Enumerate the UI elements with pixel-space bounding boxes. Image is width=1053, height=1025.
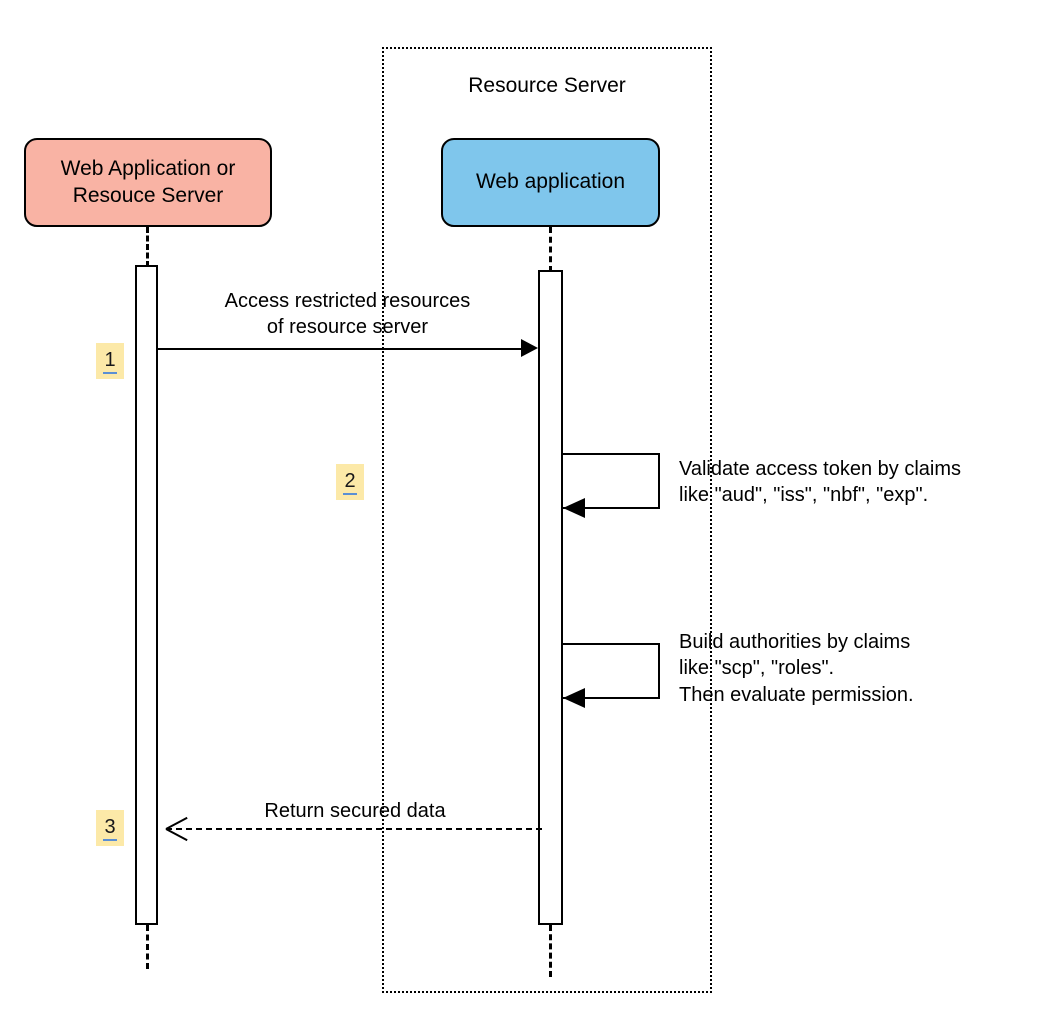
message-1-label: Access restricted resources of resource … (224, 290, 471, 339)
message-2-label: Validate access token by claims like "au… (679, 458, 961, 507)
activation-bar-resource-web-app (538, 270, 563, 925)
message-3-selfcall-loop (563, 643, 660, 699)
activation-bar-client (135, 265, 158, 925)
resource-server-frame-title: Resource Server (468, 74, 626, 97)
step-badge-1-text: 1 (103, 349, 117, 374)
lifeline-client-top (146, 227, 149, 267)
participant-client-label: Web Application or Resouce Server (60, 156, 236, 207)
participant-client-box[interactable]: Web Application or Resouce Server (24, 138, 272, 227)
message-1-arrowhead (521, 339, 538, 357)
lifeline-client-bottom (146, 925, 149, 969)
resource-server-frame (382, 47, 712, 993)
step-badge-1: 1 (96, 343, 124, 379)
message-3-label: Build authorities by claims like "scp", … (679, 631, 914, 706)
message-2-arrowhead (563, 498, 585, 518)
lifeline-resource-web-app-top (549, 227, 552, 272)
message-1-line (158, 348, 523, 350)
participant-resource-web-app-box[interactable]: Web application (441, 138, 660, 227)
message-3-arrowhead (563, 688, 585, 708)
participant-resource-web-app-label: Web application (475, 170, 626, 194)
step-badge-2: 2 (336, 464, 364, 500)
message-2-selfcall-loop (563, 453, 660, 509)
lifeline-resource-web-app-bottom (549, 925, 552, 977)
step-badge-3-text: 3 (103, 816, 117, 841)
step-badge-2-text: 2 (343, 470, 357, 495)
step-badge-3: 3 (96, 810, 124, 846)
message-return-line (166, 828, 542, 830)
message-return-label: Return secured data (264, 800, 446, 822)
